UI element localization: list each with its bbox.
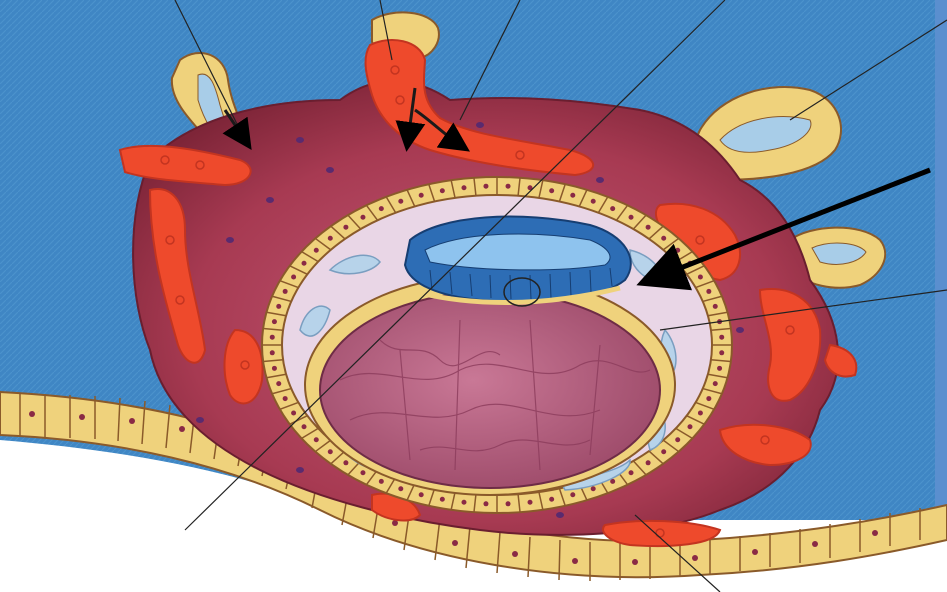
ring-cell-nucleus	[302, 261, 307, 266]
ring-cell-nucleus	[698, 275, 703, 280]
ring-cell-nucleus	[483, 184, 488, 189]
ring-cell-nucleus	[343, 225, 348, 230]
ring-cell-nucleus	[717, 366, 722, 371]
ring-cell-nucleus	[440, 497, 445, 502]
ring-cell-nucleus	[461, 500, 466, 505]
ring-cell-nucleus	[719, 335, 724, 340]
ring-cell-nucleus	[661, 449, 666, 454]
ring-cell-nucleus	[661, 236, 666, 241]
ring-cell-nucleus	[646, 225, 651, 230]
ring-cell-nucleus	[483, 501, 488, 506]
ring-cell-nucleus	[379, 206, 384, 211]
ring-cell-nucleus	[675, 437, 680, 442]
ring-cell-nucleus	[360, 470, 365, 475]
ring-cell-nucleus	[440, 188, 445, 193]
ring-cell-nucleus	[687, 424, 692, 429]
ring-cell-nucleus	[272, 319, 277, 324]
ring-cell-nucleus	[570, 492, 575, 497]
ring-cell-nucleus	[270, 350, 275, 355]
ring-cell-nucleus	[291, 275, 296, 280]
ring-cell-nucleus	[276, 381, 281, 386]
ring-cell-nucleus	[706, 396, 711, 401]
ring-cell-nucleus	[461, 185, 466, 190]
ring-cell-nucleus	[270, 335, 275, 340]
ring-cell-nucleus	[360, 215, 365, 220]
ring-cell-nucleus	[629, 470, 634, 475]
ring-cell-nucleus	[528, 500, 533, 505]
ring-cell-nucleus	[328, 449, 333, 454]
ring-cell-nucleus	[629, 215, 634, 220]
yolk-sac	[320, 292, 660, 488]
ring-cell-nucleus	[506, 501, 511, 506]
ring-cell-nucleus	[302, 424, 307, 429]
ring-cell-nucleus	[291, 410, 296, 415]
ring-cell-nucleus	[713, 304, 718, 309]
ring-cell-nucleus	[719, 350, 724, 355]
ring-cell-nucleus	[506, 184, 511, 189]
ring-cell-nucleus	[283, 289, 288, 294]
ring-cell-nucleus	[419, 492, 424, 497]
ring-cell-nucleus	[272, 366, 277, 371]
ring-cell-nucleus	[398, 199, 403, 204]
ring-cell-nucleus	[698, 410, 703, 415]
ring-cell-nucleus	[276, 304, 281, 309]
ring-cell-nucleus	[610, 206, 615, 211]
ring-cell-nucleus	[419, 193, 424, 198]
ring-cell-nucleus	[314, 437, 319, 442]
ring-cell-nucleus	[379, 479, 384, 484]
ring-cell-nucleus	[398, 486, 403, 491]
ring-cell-nucleus	[591, 486, 596, 491]
ring-cell-nucleus	[591, 199, 596, 204]
ring-cell-nucleus	[570, 193, 575, 198]
ring-cell-nucleus	[283, 396, 288, 401]
ring-cell-nucleus	[343, 460, 348, 465]
ring-cell-nucleus	[314, 248, 319, 253]
right-border-band	[935, 0, 947, 592]
ring-cell-nucleus	[713, 381, 718, 386]
embryonic-disc	[405, 217, 631, 302]
ring-cell-nucleus	[706, 289, 711, 294]
ring-cell-nucleus	[549, 188, 554, 193]
ring-cell-nucleus	[646, 460, 651, 465]
ring-cell-nucleus	[549, 497, 554, 502]
ring-cell-nucleus	[328, 236, 333, 241]
ring-cell-nucleus	[675, 248, 680, 253]
